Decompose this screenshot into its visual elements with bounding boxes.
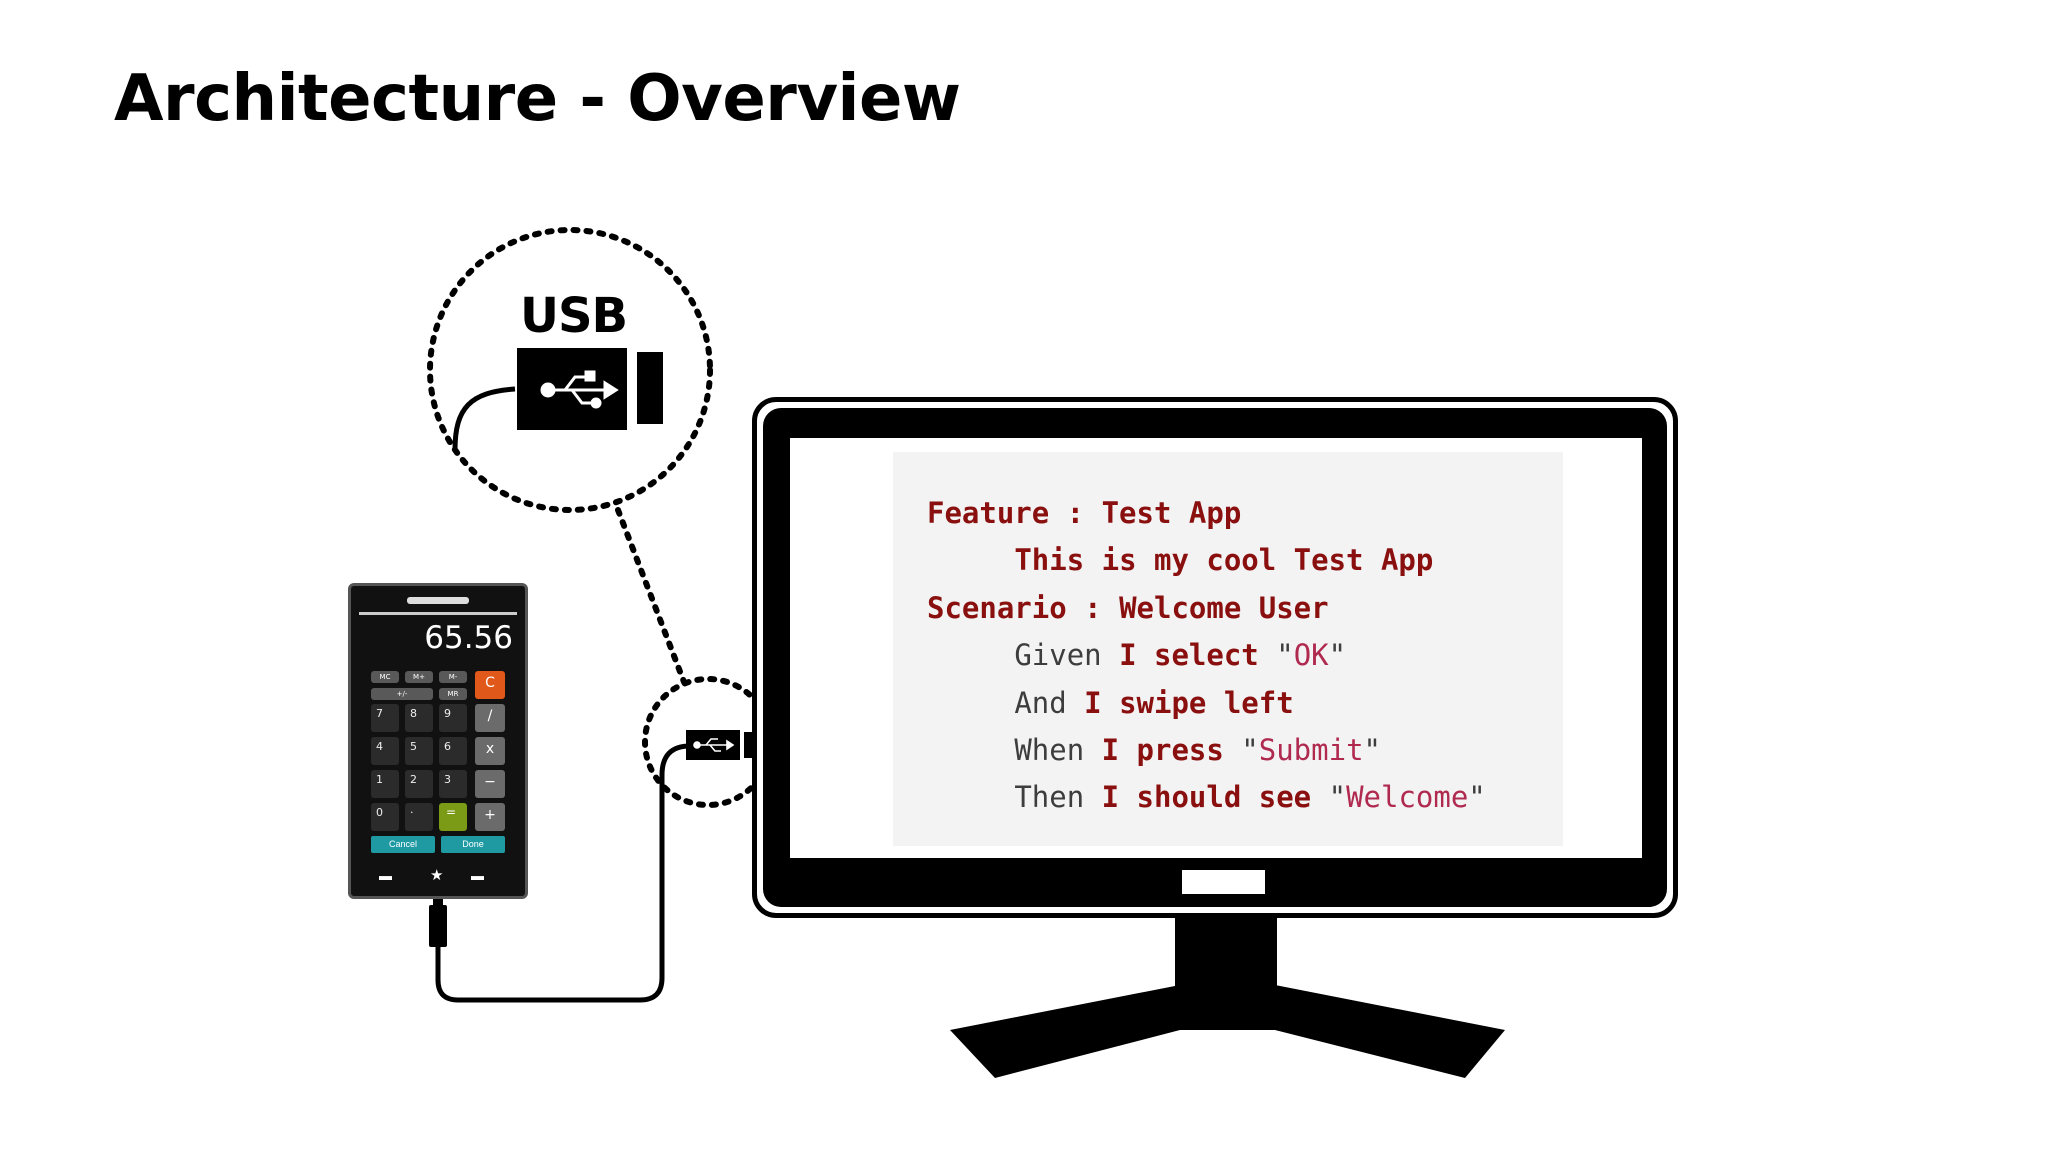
code-line: This is my cool Test App bbox=[927, 537, 1486, 584]
code-indent bbox=[927, 780, 1014, 814]
code-keyword: Given bbox=[1014, 638, 1102, 673]
key-8[interactable]: 8 bbox=[405, 704, 433, 732]
code-string: Submit bbox=[1258, 732, 1364, 767]
key-7[interactable]: 7 bbox=[371, 704, 399, 732]
usb-plug-large bbox=[452, 348, 663, 451]
code-text: I press bbox=[1084, 732, 1242, 767]
phone-speaker bbox=[407, 597, 469, 604]
key-2[interactable]: 2 bbox=[405, 770, 433, 798]
usb-label: USB bbox=[520, 288, 628, 344]
key-multiply[interactable]: x bbox=[475, 737, 505, 765]
usb-cable bbox=[429, 743, 691, 1003]
code-text: I select bbox=[1101, 638, 1277, 673]
key-mr[interactable]: MR bbox=[439, 688, 467, 700]
key-1[interactable]: 1 bbox=[371, 770, 399, 798]
key-m-plus[interactable]: M+ bbox=[405, 671, 433, 683]
code-indent bbox=[927, 638, 1014, 672]
code-line: Given I select "OK" bbox=[927, 632, 1486, 679]
code-indent bbox=[927, 543, 1014, 577]
code-keyword: And bbox=[1014, 685, 1067, 720]
gherkin-code-panel bbox=[893, 452, 1563, 846]
code-text: This is my cool Test App bbox=[1014, 543, 1434, 578]
code-line: And I swipe left bbox=[927, 680, 1486, 727]
code-string: OK bbox=[1293, 638, 1329, 673]
calculator-display: 65.56 bbox=[424, 620, 513, 656]
key-3[interactable]: 3 bbox=[439, 770, 467, 798]
code-indent bbox=[927, 686, 1014, 720]
code-keyword: Feature bbox=[927, 496, 1050, 530]
key-add[interactable]: + bbox=[475, 803, 505, 831]
cancel-button[interactable]: Cancel bbox=[371, 836, 435, 853]
code-text: I swipe left bbox=[1066, 685, 1294, 720]
recent-apps-icon[interactable]: ▬ bbox=[471, 868, 484, 883]
code-quote: " bbox=[1468, 780, 1486, 815]
key-4[interactable]: 4 bbox=[371, 737, 399, 765]
code-line: When I press "Submit" bbox=[927, 727, 1486, 774]
key-mc[interactable]: MC bbox=[371, 671, 399, 683]
key-plus-minus[interactable]: +/- bbox=[371, 688, 433, 700]
code-keyword: Then bbox=[1014, 780, 1085, 815]
done-button[interactable]: Done bbox=[441, 836, 505, 853]
usb-plug-small bbox=[686, 730, 754, 760]
code-keyword: When bbox=[1014, 732, 1085, 767]
key-5[interactable]: 5 bbox=[405, 737, 433, 765]
code-line: Feature : Test App bbox=[927, 490, 1486, 537]
usb-trident-icon bbox=[540, 370, 619, 409]
code-text: : Welcome User bbox=[1066, 590, 1329, 625]
key-divide[interactable]: / bbox=[475, 704, 505, 732]
home-icon[interactable]: ★ bbox=[430, 867, 444, 884]
key-9[interactable]: 9 bbox=[439, 704, 467, 732]
code-quote: " bbox=[1328, 638, 1347, 673]
key-m-minus[interactable]: M- bbox=[439, 671, 467, 683]
code-line: Then I should see "Welcome" bbox=[927, 774, 1486, 821]
monitor-logo-plate bbox=[1182, 870, 1265, 894]
key-decimal[interactable]: · bbox=[405, 803, 433, 831]
code-text: I should see bbox=[1084, 780, 1329, 815]
key-clear[interactable]: C bbox=[475, 671, 505, 699]
usb-callout-circle bbox=[427, 227, 713, 513]
key-subtract[interactable]: − bbox=[475, 770, 505, 798]
monitor-stand bbox=[950, 918, 1505, 1078]
code-string: Welcome bbox=[1346, 780, 1469, 815]
phone-divider bbox=[359, 612, 517, 615]
code-indent bbox=[927, 733, 1014, 767]
code-quote: " bbox=[1363, 732, 1381, 767]
callout-connector bbox=[615, 507, 687, 685]
back-icon[interactable]: ▬ bbox=[379, 868, 392, 883]
key-equals[interactable]: = bbox=[439, 803, 467, 831]
code-text: : Test App bbox=[1049, 496, 1242, 530]
code-line: Scenario : Welcome User bbox=[927, 585, 1486, 632]
slide-title: Architecture - Overview bbox=[114, 62, 961, 136]
code-quote: " bbox=[1241, 732, 1259, 767]
code-quote: " bbox=[1328, 780, 1347, 815]
code-keyword: Scenario bbox=[927, 590, 1067, 625]
code-quote: " bbox=[1276, 638, 1294, 673]
key-0[interactable]: 0 bbox=[371, 803, 399, 831]
gherkin-code: Feature : Test App This is my cool Test … bbox=[927, 490, 1486, 822]
phone: 65.56 MC M+ M- +/- MR C 7 8 9 / 4 5 6 x … bbox=[348, 583, 528, 899]
key-6[interactable]: 6 bbox=[439, 737, 467, 765]
